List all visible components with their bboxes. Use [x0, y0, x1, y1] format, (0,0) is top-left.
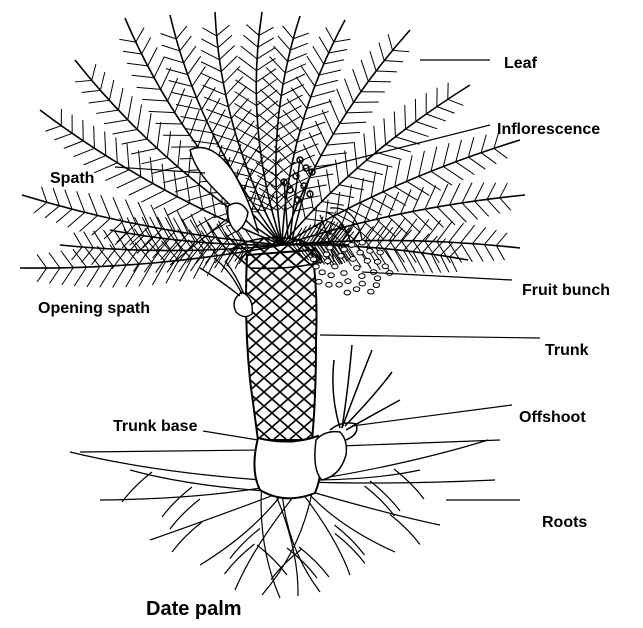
label-trunk-base: Trunk base [113, 418, 197, 436]
label-trunk: Trunk [545, 342, 589, 360]
leader-line-trunk [320, 335, 540, 338]
label-spath: Spath [50, 170, 94, 188]
leader-line-offshoot [352, 405, 512, 426]
label-opening-spath: Opening spath [38, 300, 150, 318]
opening-spath-drawing [200, 258, 252, 317]
label-leaf: Leaf [504, 55, 537, 73]
label-inflorescence: Inflorescence [497, 121, 600, 139]
trunk-base-drawing [254, 436, 320, 498]
leader-line-trunk-base [203, 431, 258, 440]
label-fruit-bunch: Fruit bunch [522, 282, 610, 300]
frond [282, 83, 470, 245]
trunk-drawing [230, 238, 322, 440]
leader-line-fruit-bunch [362, 272, 512, 280]
frond [270, 20, 350, 245]
label-offshoot: Offshoot [519, 409, 586, 427]
label-roots: Roots [542, 514, 587, 532]
offshoot-drawing [315, 345, 400, 480]
diagram-caption: Date palm [146, 598, 242, 621]
